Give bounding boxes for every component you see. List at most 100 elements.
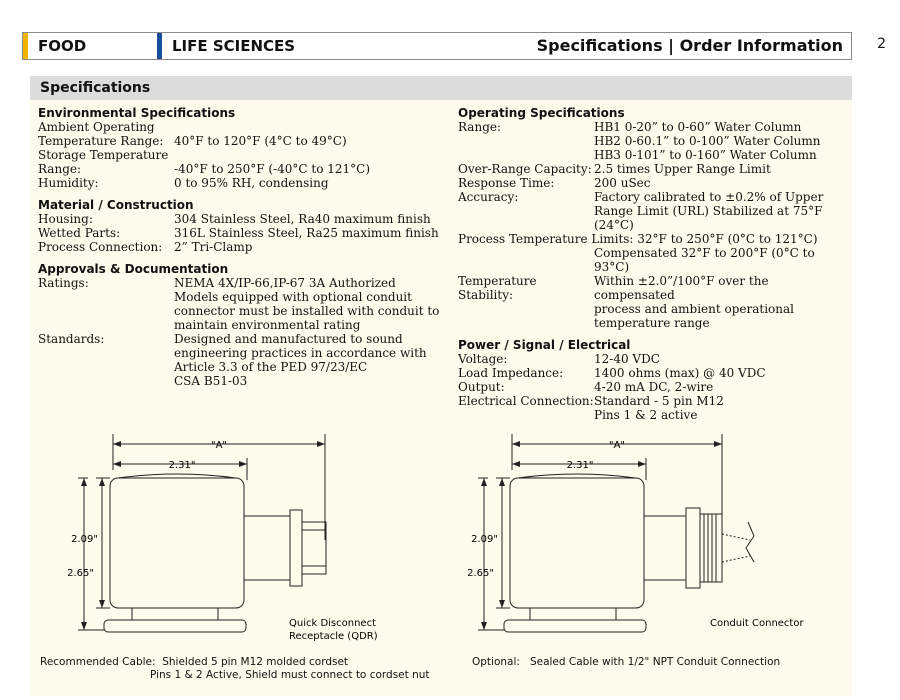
op-range-line: HB2 0-60.1” to 0-100” Water Column — [594, 134, 821, 148]
optional-caption: Optional: Sealed Cable with 1/2" NPT Con… — [472, 656, 780, 669]
compensated-row: Compensated 32°F to 200°F (0°C to 93°C) — [458, 246, 848, 274]
elec-row: Electrical Connection: Standard - 5 pin … — [458, 394, 848, 422]
cable-label: Recommended Cable: — [40, 656, 156, 668]
environmental-heading: Environmental Specifications — [38, 106, 236, 120]
elec-value: Standard - 5 pin M12 Pins 1 & 2 active — [594, 394, 848, 422]
cable-line1: Shielded 5 pin M12 molded cordset — [162, 656, 349, 668]
compensated-value: Compensated 32°F to 200°F (0°C to 93°C) — [594, 246, 815, 274]
voltage-row: Voltage: 12-40 VDC — [458, 352, 848, 366]
standards-row: Standards: Designed and manufactured to … — [38, 332, 448, 388]
tab-life-sciences: LIFE SCIENCES — [157, 33, 377, 59]
wetted-value: 316L Stainless Steel, Ra25 maximum finis… — [174, 226, 439, 240]
overrange-row: Over-Range Capacity:2.5 times Upper Rang… — [458, 162, 848, 176]
storage-label: Storage Temperature — [38, 148, 169, 162]
dim-265-label: 2.65" — [467, 568, 494, 579]
accuracy-value: Factory calibrated to ±0.2% of Upper Ran… — [594, 190, 848, 232]
dim-a-label: "A" — [211, 440, 227, 451]
output-value: 4-20 mA DC, 2-wire — [594, 380, 714, 394]
stability-label: Temperature Stability: — [458, 274, 537, 302]
ratings-line: connector must be installed with conduit… — [174, 304, 440, 318]
process-row: Process Connection: 2” Tri-Clamp — [38, 240, 448, 254]
accuracy-line: Range Limit (URL) Stabilized at 75°F (24… — [594, 204, 823, 232]
output-label: Output: — [458, 380, 505, 394]
wetted-row: Wetted Parts: 316L Stainless Steel, Ra25 … — [38, 226, 448, 240]
optional-text: Sealed Cable with 1/2" NPT Conduit Conne… — [529, 656, 781, 668]
process-temp-limits: Process Temperature Limits: 32°F to 250°… — [458, 232, 818, 246]
recommended-cable-caption: Recommended Cable: Shielded 5 pin M12 mo… — [40, 656, 430, 682]
humidity-label: Humidity: — [38, 176, 99, 190]
response-value: 200 uSec — [594, 176, 651, 190]
dim-a-label: "A" — [609, 440, 625, 451]
standards-line: Designed and manufactured to sound — [174, 332, 403, 346]
standards-line: CSA B51-03 — [174, 374, 248, 388]
dim-209-label: 2.09" — [471, 534, 498, 545]
page-title: Specifications | Order Information — [536, 36, 843, 55]
housing-value: 304 Stainless Steel, Ra40 maximum finish — [174, 212, 431, 226]
qdr-transmitter-diagram: "A" 2.31" 2.09" 2.65" Quick Disconnect R… — [67, 434, 378, 642]
process-label: Process Connection: — [38, 240, 163, 254]
elec-line: Standard - 5 pin M12 — [594, 394, 724, 408]
op-range-row: Range: HB1 0-20” to 0-60” Water Column H… — [458, 120, 848, 162]
qdr-label-line2: Receptacle (QDR) — [289, 631, 378, 642]
elec-label: Electrical Connection: — [458, 394, 594, 408]
process-value: 2” Tri-Clamp — [174, 240, 253, 254]
cable-line2: Pins 1 & 2 Active, Shield must connect t… — [150, 669, 430, 681]
stability-line: temperature range — [594, 316, 710, 330]
op-range-line: HB1 0-20” to 0-60” Water Column — [594, 120, 802, 134]
stability-line: Within ±2.0”/100°F over the compensated — [594, 274, 769, 302]
ratings-label: Ratings: — [38, 276, 89, 290]
response-label: Response Time: — [458, 176, 555, 190]
power-heading: Power / Signal / Electrical — [458, 338, 631, 352]
ratings-row: Ratings: NEMA 4X/IP-66,IP-67 3A Authoriz… — [38, 276, 448, 332]
standards-line: Article 3.3 of the PED 97/23/EC — [174, 360, 368, 374]
conduit-transmitter-diagram: "A" 2.31" 2.09" 2.65" Conduit Connector — [467, 434, 804, 633]
elec-line: Pins 1 & 2 active — [594, 408, 698, 422]
temp-label: Temperature Range: — [38, 134, 164, 148]
op-range-value: HB1 0-20” to 0-60” Water Column HB2 0-60… — [594, 120, 848, 162]
stability-line: process and ambient operational — [594, 302, 794, 316]
dim-231-label: 2.31" — [567, 460, 594, 471]
humidity-row: Humidity:0 to 95% RH, condensing — [38, 176, 448, 190]
ratings-line: NEMA 4X/IP-66,IP-67 3A Authorized — [174, 276, 396, 290]
stability-row: Temperature Stability: Within ±2.0”/100°… — [458, 274, 848, 330]
temp-row: Temperature Range: 40°F to 120°F (4°C to … — [38, 134, 448, 148]
op-range-label: Range: — [458, 120, 502, 134]
page-header: FOOD LIFE SCIENCES Specifications | Orde… — [22, 32, 852, 60]
standards-label: Standards: — [38, 332, 105, 346]
ratings-value: NEMA 4X/IP-66,IP-67 3A Authorized Models… — [174, 276, 448, 332]
operating-heading: Operating Specifications — [458, 106, 625, 120]
ratings-line: Models equipped with optional conduit — [174, 290, 412, 304]
overrange-label: Over-Range Capacity: — [458, 162, 592, 176]
housing-row: Housing: 304 Stainless Steel, Ra40 maximu… — [38, 212, 448, 226]
op-range-line: HB3 0-101” to 0-160” Water Column — [594, 148, 817, 162]
temp-value: 40°F to 120°F (4°C to 49°C) — [174, 134, 347, 148]
range-row: Range: -40°F to 250°F (-40°C to 121°C) — [38, 162, 448, 176]
dim-231-label: 2.31" — [169, 460, 196, 471]
wetted-label: Wetted Parts: — [38, 226, 121, 240]
output-row: Output: 4-20 mA DC, 2-wire — [458, 380, 848, 394]
page-number: 2 — [877, 36, 886, 52]
standards-line: engineering practices in accordance with — [174, 346, 427, 360]
range-label: Range: — [38, 162, 82, 176]
dim-265-label: 2.65" — [67, 568, 94, 579]
load-row: Load Impedance: 1400 ohms (max) @ 40 VDC — [458, 366, 848, 380]
ratings-line: maintain environmental rating — [174, 318, 361, 332]
voltage-label: Voltage: — [458, 352, 508, 366]
conduit-label: Conduit Connector — [710, 618, 804, 629]
overrange-value: 2.5 times Upper Range Limit — [594, 162, 771, 176]
load-value: 1400 ohms (max) @ 40 VDC — [594, 366, 766, 380]
voltage-value: 12-40 VDC — [594, 352, 660, 366]
ambient-label: Ambient Operating — [38, 120, 155, 134]
stability-value: Within ±2.0”/100°F over the compensated … — [594, 274, 848, 330]
range-value: -40°F to 250°F (-40°C to 121°C) — [174, 162, 371, 176]
approvals-heading: Approvals & Documentation — [38, 262, 229, 276]
housing-label: Housing: — [38, 212, 93, 226]
tab-food: FOOD — [23, 33, 157, 59]
dim-209-label: 2.09" — [71, 534, 98, 545]
optional-label: Optional: — [472, 656, 520, 668]
response-row: Response Time: 200 uSec — [458, 176, 848, 190]
material-heading: Material / Construction — [38, 198, 194, 212]
right-column: Operating Specifications Range: HB1 0-20… — [458, 106, 848, 422]
load-label: Load Impedance: — [458, 366, 564, 380]
accuracy-line: Factory calibrated to ±0.2% of Upper — [594, 190, 824, 204]
